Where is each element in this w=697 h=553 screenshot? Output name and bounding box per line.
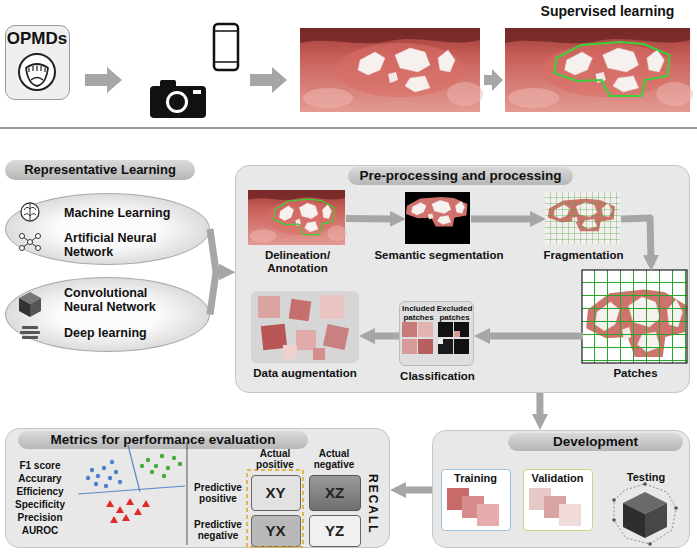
- dataset-box: Validation: [523, 469, 593, 531]
- node-text: Delineation/ Annotation: [239, 249, 356, 275]
- image-tile: Patches: [583, 271, 688, 364]
- process-panel: Pre-processing and processingDelineation…: [235, 165, 690, 393]
- node-text: Metrics for performance evaluation: [18, 431, 308, 449]
- node-text: Fragmentation: [526, 249, 641, 262]
- node-text: Validation: [524, 472, 591, 485]
- separator-line: [0, 127, 697, 128]
- node-text: Artificial Neural Network: [64, 231, 209, 259]
- node-text: Development: [508, 433, 683, 451]
- section-pill: Representative Learning: [5, 160, 195, 180]
- node-text: Representative Learning: [5, 160, 195, 180]
- matrix-cell: YX: [251, 515, 301, 547]
- node-text: OPMDs: [6, 29, 68, 49]
- node-text: Excluded patches: [436, 304, 473, 322]
- recall-column-frame: [247, 470, 303, 547]
- node-text: Data augmentation: [246, 367, 364, 380]
- node-text: Testing: [607, 471, 685, 484]
- testing-node: Testing: [607, 469, 685, 545]
- node-text: Deep learning: [64, 326, 204, 340]
- method-ellipse: Machine LearningArtificial Neural Networ…: [5, 193, 210, 265]
- image-tile: Semantic segmentation: [406, 193, 471, 245]
- flow-arrow: [210, 272, 223, 315]
- node-text: Patches: [583, 367, 688, 380]
- augmentation-box: Data augmentation: [251, 291, 359, 363]
- camera-icon: [150, 80, 206, 118]
- node-text: XZ: [310, 476, 359, 509]
- node-text: Convolutional Neural Network: [64, 286, 189, 314]
- node-text: YZ: [310, 516, 359, 545]
- matrix-cell: XY: [251, 475, 301, 511]
- dataset-box: Training: [441, 469, 511, 531]
- node-text: Pre-processing and processing: [348, 167, 573, 185]
- image-tile: Delineation/ Annotation: [249, 191, 346, 246]
- source-box: OPMDs: [5, 25, 70, 100]
- phone-icon: [214, 24, 238, 70]
- node-text: Machine Learning: [64, 206, 204, 220]
- node-text: Semantic segmentation: [364, 249, 514, 262]
- flow-arrows: [85, 67, 503, 93]
- node-text: YX: [252, 516, 299, 545]
- classification-box: Included patchesExcluded patchesClassifi…: [399, 301, 474, 366]
- image-tile: Fragmentation: [546, 193, 621, 245]
- node-text: Training: [442, 472, 509, 485]
- node-text: Classification: [380, 370, 495, 383]
- development-panel: DevelopmentTraining Validation Testing: [432, 430, 690, 548]
- node-text: Included patches: [400, 304, 437, 322]
- flow-arrow: [536, 393, 543, 418]
- matrix-cell: XZ: [309, 475, 361, 511]
- node-text: XY: [252, 476, 299, 509]
- flow-arrow: [210, 229, 223, 272]
- metrics-panel: Metrics for performance evaluation F1 sco…: [5, 428, 390, 548]
- stage-label: Supervised learning: [525, 3, 690, 19]
- annotated-photo: [505, 28, 693, 112]
- node-text: F1 score Accurary Efficiency Specificity…: [9, 459, 71, 537]
- method-ellipse: Convolutional Neural NetworkDeep learnin…: [5, 277, 210, 352]
- oral-photo: [300, 28, 483, 112]
- matrix-cell: YZ: [309, 515, 361, 547]
- flow-arrow: [402, 486, 432, 493]
